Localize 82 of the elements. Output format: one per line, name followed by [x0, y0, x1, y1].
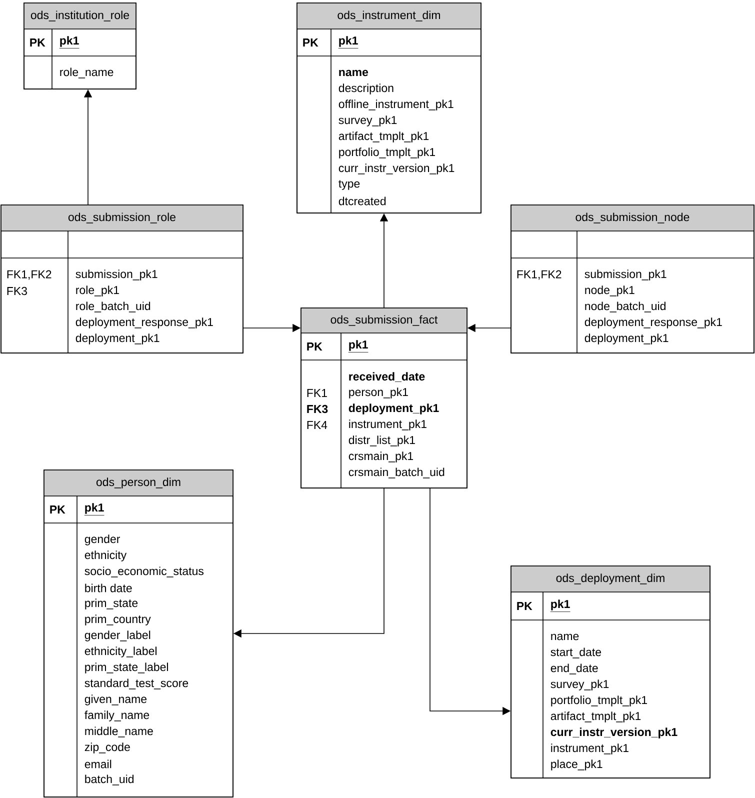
table [296, 2, 482, 214]
column-name: distr_list_pk1 [348, 436, 415, 446]
table-title: ods_instrument_dim [338, 10, 440, 22]
key-label: FK3 [307, 404, 328, 414]
column-name: ethnicity [84, 550, 127, 562]
column-name: prim_state [85, 598, 138, 610]
column-name: birth date [85, 584, 132, 592]
table-title: ods_submission_fact [330, 315, 438, 326]
column-name: artifact_tmplt_pk1 [550, 712, 641, 722]
column-name: curr_instr_version_pk1 [338, 164, 454, 174]
column-name: received_date [349, 372, 425, 382]
column-name: portfolio_tmplt_pk1 [551, 696, 647, 706]
column-name: name [551, 634, 579, 640]
table-title: ods_submission_node [576, 212, 690, 224]
column-name: end_date [550, 664, 598, 674]
table [510, 566, 710, 778]
table [0, 204, 244, 354]
column-name: offline_instrument_pk1 [338, 100, 454, 110]
column-name: email [84, 760, 112, 768]
column-name: ethnicity_label [84, 646, 156, 658]
table [510, 204, 754, 354]
primary-key: pk1 [84, 503, 104, 516]
column-name: survey_pk1 [338, 116, 397, 126]
column-name: given_name [84, 694, 147, 706]
column-name: zip_code [84, 742, 130, 754]
column-name: node_pk1 [585, 286, 634, 296]
column-name: dtcreated [338, 196, 386, 206]
column-name: batch_uid [85, 774, 134, 786]
column-name: instrument_pk1 [551, 744, 628, 754]
column-name: middle_name [85, 726, 153, 738]
table-title: ods_institution_role [30, 10, 129, 22]
primary-key: pk1 [348, 340, 368, 352]
column-name: crsmain_batch_uid [348, 468, 444, 478]
column-name: crsmain_pk1 [348, 452, 414, 462]
column-name: gender [84, 534, 120, 546]
primary-key: pk1 [550, 600, 570, 612]
table [300, 308, 468, 488]
column-name: deployment_pk1 [584, 334, 668, 344]
column-name: role_batch_uid [76, 302, 150, 312]
column-name: description [338, 84, 394, 94]
key-label: FK4 [307, 421, 328, 429]
column-name: person_pk1 [349, 388, 408, 398]
column-name: socio_economic_status [84, 566, 204, 578]
column-name: submission_pk1 [584, 270, 666, 280]
primary-key: pk1 [338, 36, 358, 48]
column-name: portfolio_tmplt_pk1 [339, 148, 435, 158]
column-name: artifact_tmplt_pk1 [338, 132, 429, 142]
column-name: role_name [60, 68, 114, 78]
table [24, 2, 136, 90]
column-name: deployment_response_pk1 [584, 318, 722, 328]
key-label: FK1,FK2 [7, 270, 52, 280]
column-name: gender_label [84, 630, 150, 642]
column-name: deployment_pk1 [76, 334, 160, 344]
key-label: PK [30, 38, 46, 46]
key-label: FK1,FK2 [517, 270, 562, 280]
table [44, 470, 234, 798]
column-name: family_name [84, 710, 150, 722]
column-name: deployment_response_pk1 [76, 318, 213, 328]
column-name: curr_instr_version_pk1 [550, 728, 678, 738]
column-name: standard_test_score [84, 678, 188, 690]
column-name: deployment_pk1 [348, 404, 439, 414]
key-label: PK [517, 602, 532, 610]
key-label: PK [303, 38, 318, 46]
column-name: survey_pk1 [550, 680, 609, 690]
column-name: type [338, 180, 360, 190]
key-label: PK [307, 342, 322, 350]
column-name: start_date [550, 648, 602, 658]
key-label: FK1 [307, 389, 327, 397]
column-name: place_pk1 [551, 760, 602, 770]
key-label: FK3 [7, 286, 27, 296]
column-name: role_pk1 [76, 286, 119, 296]
column-name: prim_state_label [85, 662, 168, 674]
column-name: node_batch_uid [585, 302, 666, 312]
column-name: prim_country [85, 614, 151, 626]
table-title: ods_person_dim [96, 478, 180, 488]
column-name: name [339, 70, 368, 76]
primary-key: pk1 [59, 36, 80, 48]
key-label: PK [50, 506, 66, 514]
table-title: ods_submission_role [68, 212, 176, 224]
table-title: ods_deployment_dim [556, 574, 664, 584]
column-name: instrument_pk1 [349, 420, 426, 430]
column-name: submission_pk1 [76, 270, 158, 280]
